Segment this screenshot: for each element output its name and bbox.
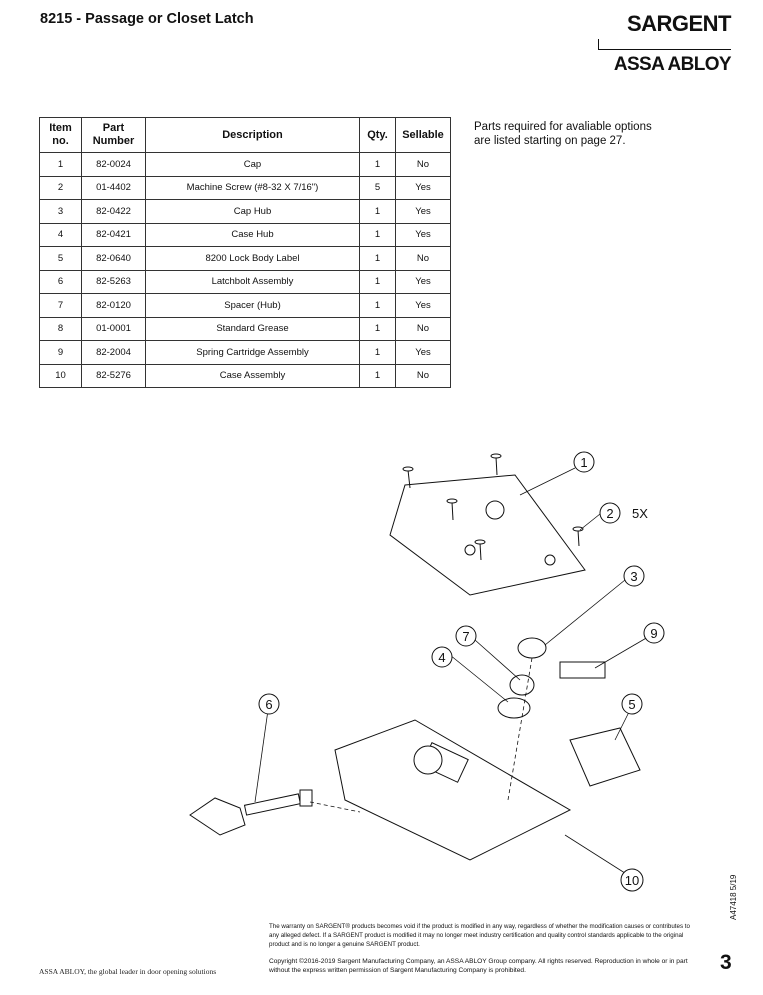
callout-4: 4 — [438, 650, 445, 665]
callout-10: 10 — [625, 873, 639, 888]
cell-description: Case Hub — [145, 222, 360, 247]
cell-sellable: Yes — [395, 293, 451, 318]
cell-qty: 1 — [359, 269, 396, 294]
cell-qty: 1 — [359, 246, 396, 271]
cell-item-no: 10 — [39, 363, 82, 388]
cell-sellable: Yes — [395, 340, 451, 365]
callout-1: 1 — [580, 455, 587, 470]
cell-sellable: Yes — [395, 269, 451, 294]
cell-sellable: No — [395, 316, 451, 341]
cell-part-number: 82-0640 — [81, 246, 146, 271]
exploded-view-diagram: 1 2 5X 3 4 5 6 7 9 10 — [189, 451, 665, 892]
cell-qty: 1 — [359, 222, 396, 247]
cell-sellable: Yes — [395, 199, 451, 224]
table-header-row: Item no. Part Number Description Qty. Se… — [39, 117, 451, 153]
cell-part-number: 82-0024 — [81, 152, 146, 177]
cell-description: Standard Grease — [145, 316, 360, 341]
callout-3: 3 — [630, 569, 637, 584]
header-qty: Qty. — [359, 117, 396, 153]
cell-item-no: 7 — [39, 293, 82, 318]
header-description: Description — [145, 117, 360, 153]
cell-item-no: 1 — [39, 152, 82, 177]
page-number: 3 — [720, 951, 732, 974]
parts-table: Item no. Part Number Description Qty. Se… — [39, 117, 451, 388]
cell-description: 8200 Lock Body Label — [145, 246, 360, 271]
cell-item-no: 6 — [39, 269, 82, 294]
cell-description: Latchbolt Assembly — [145, 269, 360, 294]
cap-plate — [389, 474, 586, 596]
header-part-number: Part Number — [81, 117, 146, 153]
copyright-text: Copyright ©2016-2019 Sargent Manufacturi… — [269, 958, 688, 974]
cap-hub — [517, 637, 547, 659]
cell-part-number: 82-2004 — [81, 340, 146, 365]
cell-item-no: 9 — [39, 340, 82, 365]
case-assembly — [334, 719, 572, 861]
latchbolt-assembly — [189, 797, 246, 836]
cell-description: Spacer (Hub) — [145, 293, 360, 318]
cell-qty: 1 — [359, 316, 396, 341]
parts-note: Parts required for avaliable options are… — [474, 121, 652, 147]
logo-rule — [598, 39, 731, 50]
cell-sellable: Yes — [395, 175, 451, 200]
callout-6: 6 — [265, 697, 272, 712]
cell-qty: 1 — [359, 340, 396, 365]
document-number: A47418 5/19 — [729, 874, 738, 920]
spacer-hub — [509, 674, 535, 696]
cell-part-number: 01-0001 — [81, 316, 146, 341]
cell-qty: 5 — [359, 175, 396, 200]
cell-item-no: 8 — [39, 316, 82, 341]
callout-9: 9 — [650, 626, 657, 641]
cell-part-number: 82-0120 — [81, 293, 146, 318]
page-title: 8215 - Passage or Closet Latch — [40, 11, 254, 27]
warranty-text: The warranty on SARGENT® products become… — [269, 923, 690, 948]
callout-5: 5 — [628, 697, 635, 712]
cell-part-number: 82-5263 — [81, 269, 146, 294]
cell-sellable: Yes — [395, 222, 451, 247]
cell-description: Spring Cartridge Assembly — [145, 340, 360, 365]
footer-tagline: ASSA ABLOY, the global leader in door op… — [39, 967, 217, 976]
cell-part-number: 82-5276 — [81, 363, 146, 388]
cell-sellable: No — [395, 152, 451, 177]
screw-qty-label: 5X — [632, 506, 648, 521]
sargent-logo: SARGENT ASSA ABLOY — [596, 11, 732, 76]
cell-sellable: No — [395, 363, 451, 388]
cell-description: Machine Screw (#8-32 X 7/16") — [145, 175, 360, 200]
cell-qty: 1 — [359, 199, 396, 224]
header-item-no: Item no. — [39, 117, 82, 153]
callout-2: 2 — [606, 506, 613, 521]
cell-qty: 1 — [359, 363, 396, 388]
cap-hole — [485, 500, 505, 520]
cell-item-no: 3 — [39, 199, 82, 224]
cell-description: Cap — [145, 152, 360, 177]
cell-description: Cap Hub — [145, 199, 360, 224]
machine-screws — [402, 453, 584, 561]
logo-brand: SARGENT — [626, 11, 732, 36]
cell-qty: 1 — [359, 152, 396, 177]
body-label — [569, 727, 641, 787]
cell-part-number: 82-0422 — [81, 199, 146, 224]
logo-parent: ASSA ABLOY — [613, 54, 732, 75]
header-sellable: Sellable — [395, 117, 451, 153]
callout-7: 7 — [462, 629, 469, 644]
spring-cartridge — [559, 661, 606, 679]
cell-item-no: 4 — [39, 222, 82, 247]
cell-item-no: 5 — [39, 246, 82, 271]
cell-sellable: No — [395, 246, 451, 271]
case-hub — [497, 697, 531, 719]
cell-item-no: 2 — [39, 175, 82, 200]
cell-description: Case Assembly — [145, 363, 360, 388]
cell-part-number: 82-0421 — [81, 222, 146, 247]
cell-qty: 1 — [359, 293, 396, 318]
cell-part-number: 01-4402 — [81, 175, 146, 200]
